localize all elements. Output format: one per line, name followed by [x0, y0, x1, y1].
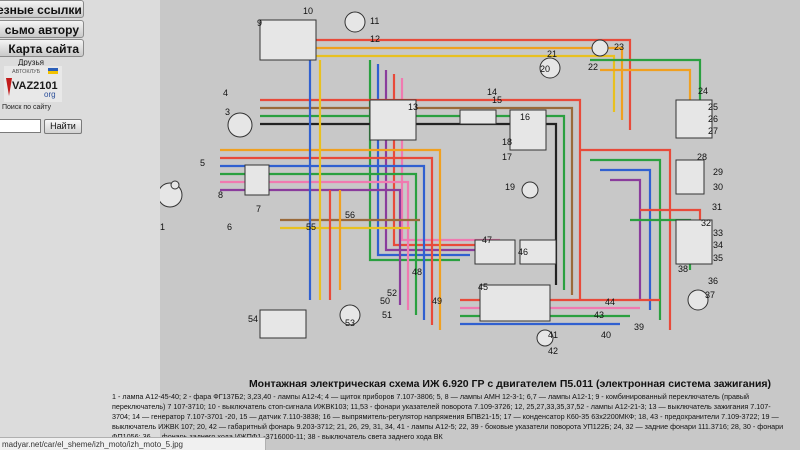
search-button[interactable]: Найти [44, 119, 82, 134]
search-input[interactable] [0, 119, 41, 133]
label-11: 11 [370, 16, 379, 26]
label-52: 52 [387, 288, 397, 298]
label-40: 40 [601, 330, 611, 340]
label-19: 19 [505, 182, 515, 192]
label-3: 3 [225, 107, 230, 117]
search-label: Поиск по сайту [2, 104, 52, 111]
label-16: 16 [520, 112, 530, 122]
friends-label: Друзья [18, 58, 44, 67]
label-28: 28 [697, 152, 707, 162]
label-1: 1 [160, 222, 165, 232]
label-13: 13 [408, 102, 418, 112]
label-48: 48 [412, 267, 422, 277]
label-45: 45 [478, 282, 488, 292]
label-27: 27 [708, 126, 718, 136]
label-43: 43 [594, 310, 604, 320]
label-26: 26 [708, 114, 718, 124]
label-49: 49 [432, 296, 442, 306]
label-36: 36 [708, 276, 718, 286]
vaz2101-logo[interactable]: АВТОКЛУБ VAZ2101 org [4, 66, 62, 102]
label-21: 21 [547, 49, 557, 59]
label-23: 23 [614, 42, 624, 52]
diagram-legend: 1 - лампа А12-45-40; 2 - фара ФГ137Б2; 3… [112, 392, 784, 441]
label-18: 18 [502, 137, 512, 147]
label-30: 30 [713, 182, 723, 192]
label-50: 50 [380, 296, 390, 306]
label-31: 31 [712, 202, 722, 212]
label-6: 6 [227, 222, 232, 232]
label-34: 34 [713, 240, 723, 250]
nav-link-write-author[interactable]: сьмо автору [0, 20, 84, 38]
svg-text:АВТОКЛУБ: АВТОКЛУБ [12, 69, 41, 75]
label-4: 4 [223, 88, 228, 98]
nav-link-useful-links[interactable]: езные ссылки [0, 0, 84, 18]
label-17: 17 [502, 152, 512, 162]
svg-text:org: org [44, 90, 56, 99]
label-39: 39 [634, 322, 644, 332]
label-9: 9 [257, 18, 262, 28]
label-53: 53 [345, 318, 355, 328]
label-56: 56 [345, 210, 355, 220]
status-bar-url: madyar.net/car/el_sheme/izh_moto/izh_mot… [0, 437, 266, 450]
sidebar: езные ссылки сьмо автору Карта сайта Дру… [0, 0, 90, 450]
nav-link-sitemap[interactable]: Карта сайта [0, 39, 84, 57]
label-22: 22 [588, 62, 598, 72]
label-20: 20 [540, 64, 550, 74]
label-10: 10 [303, 6, 313, 16]
label-8: 8 [218, 190, 223, 200]
label-12: 12 [370, 34, 380, 44]
label-38: 38 [678, 264, 688, 274]
label-46: 46 [518, 247, 528, 257]
label-33: 33 [713, 228, 723, 238]
label-35: 35 [713, 253, 723, 263]
label-51: 51 [382, 310, 392, 320]
label-24: 24 [698, 86, 708, 96]
label-15: 15 [492, 95, 502, 105]
label-29: 29 [713, 167, 723, 177]
label-55: 55 [306, 222, 316, 232]
wiring-diagram-graphic: 1 2 3 4 5 6 7 8 9 10 11 12 13 14 15 16 1… [160, 6, 723, 356]
label-41: 41 [548, 330, 558, 340]
label-37: 37 [705, 290, 715, 300]
label-5: 5 [200, 158, 205, 168]
label-25: 25 [708, 102, 718, 112]
svg-text:VAZ2101: VAZ2101 [12, 80, 58, 92]
label-47: 47 [482, 235, 492, 245]
label-32: 32 [701, 218, 711, 228]
label-42: 42 [548, 346, 558, 356]
diagram-title: Монтажная электрическая схема ИЖ 6.920 Г… [248, 378, 772, 390]
label-7: 7 [256, 204, 261, 214]
label-54: 54 [248, 314, 258, 324]
label-44: 44 [605, 297, 615, 307]
label-14: 14 [487, 87, 497, 97]
wiring-diagram: 1 2 3 4 5 6 7 8 9 10 11 12 13 14 15 16 1… [160, 0, 800, 450]
